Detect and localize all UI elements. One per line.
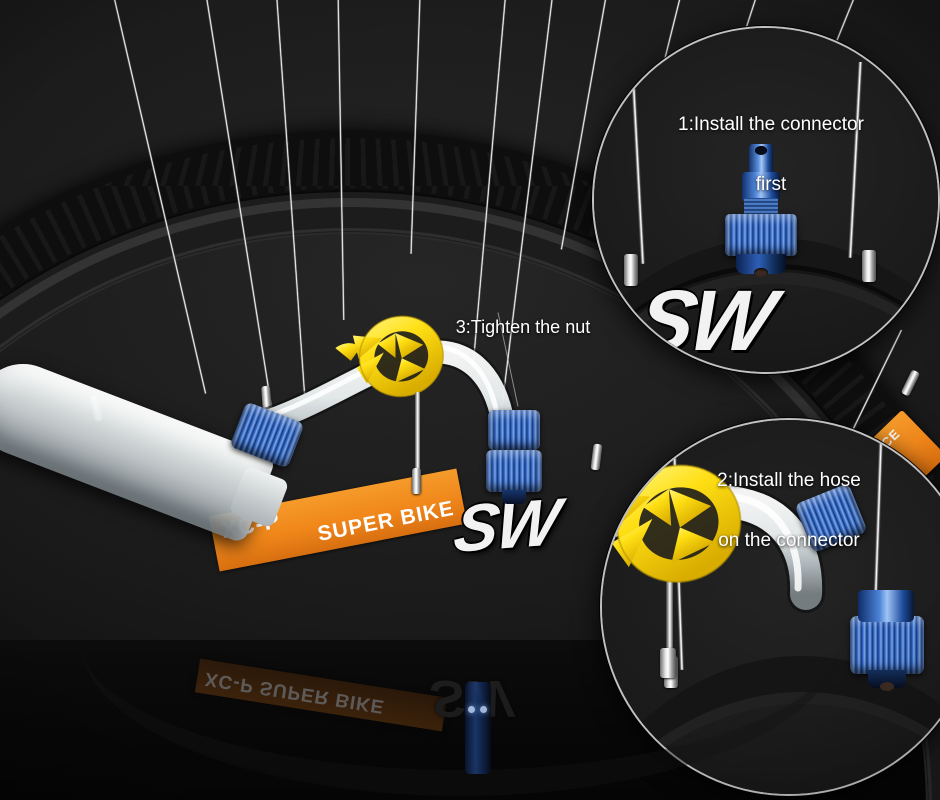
reflected-valve-connector bbox=[465, 682, 491, 774]
spoke-nipple bbox=[412, 468, 421, 494]
magnified-blue-valve-connector bbox=[722, 144, 800, 280]
magnified-blue-knurled-nut bbox=[725, 214, 797, 256]
reflected-valve-highlight-left bbox=[468, 706, 475, 713]
magnified-yellow-hose-clip bbox=[602, 464, 742, 583]
magnifier-step-1: SW bbox=[592, 26, 940, 374]
reflected-valve-highlight-right bbox=[480, 706, 487, 713]
magnified-brand-logo: SW bbox=[628, 273, 779, 369]
magnified-brand-logo-text: SW bbox=[627, 273, 779, 369]
connector-tip-bore bbox=[755, 146, 767, 155]
magnified-connector-collar bbox=[858, 590, 914, 622]
magnified-spoke-nipple bbox=[862, 250, 876, 282]
magnified-spoke-nipple bbox=[624, 254, 638, 286]
valve-hole bbox=[754, 268, 768, 277]
